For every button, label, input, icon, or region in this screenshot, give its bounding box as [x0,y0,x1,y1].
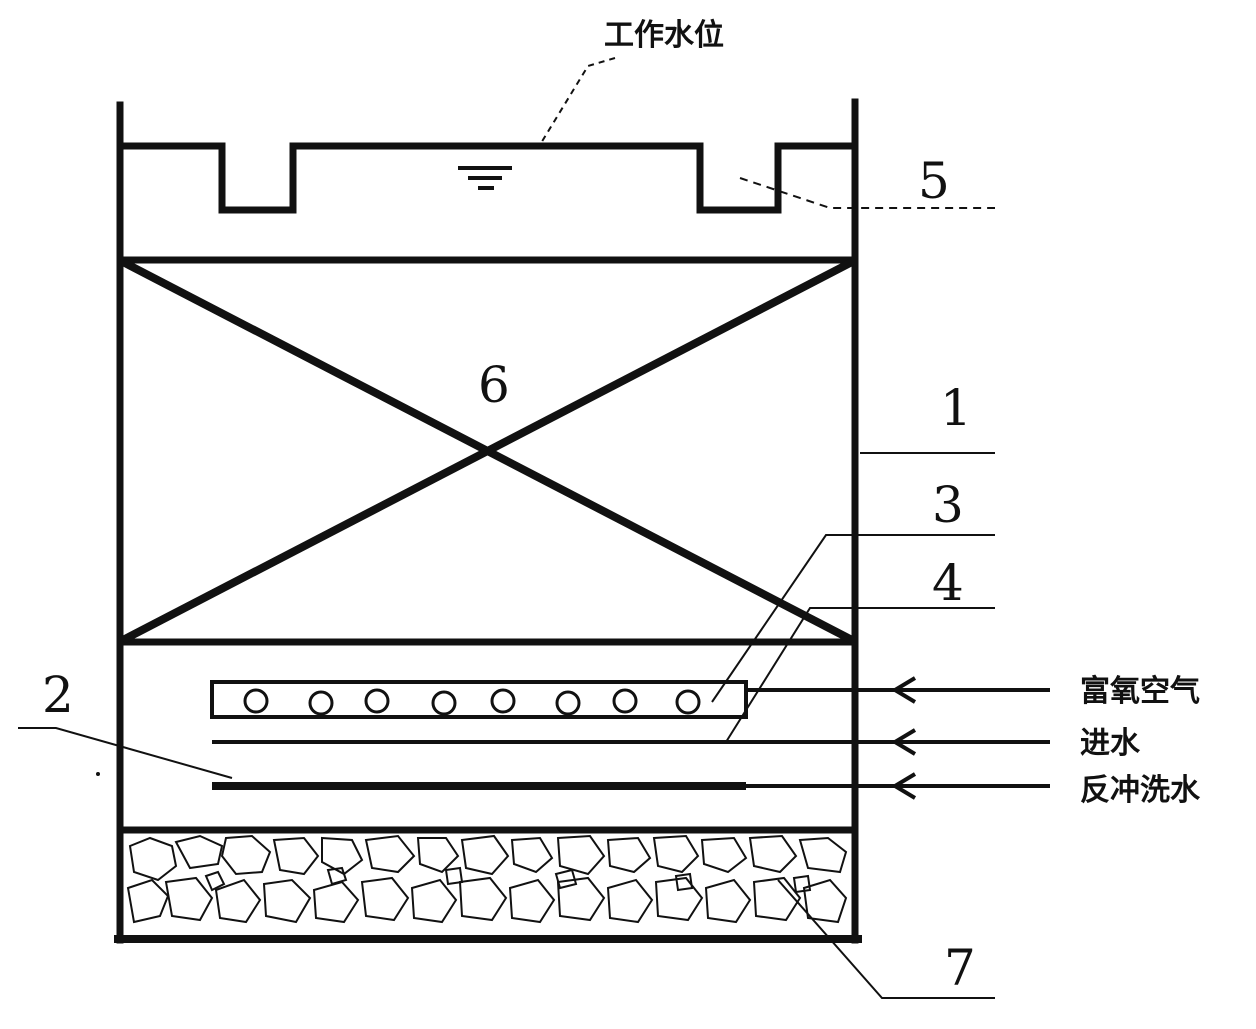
oxygen-air-label: 富氧空气 [1080,674,1200,709]
backwash-water-label: 反冲洗水 [1080,773,1201,808]
arrowhead-oxygen-air [891,676,917,704]
part-number-3: 3 [932,476,964,534]
leader-5 [739,177,995,209]
leader-working-level [537,57,616,149]
filter-media-layer [120,256,855,646]
aeration-pipe [210,680,748,719]
leader-7 [777,879,995,999]
part-number-5: 5 [918,152,950,210]
leader-3 [711,534,995,703]
leader-2 [18,727,233,779]
arrowhead-water-inlet [891,728,917,756]
working-water-level-label: 工作水位 [604,18,724,53]
part-number-6: 6 [478,356,510,414]
stray-dot [96,772,100,776]
part-number-4: 4 [932,554,964,612]
leader-lines [18,57,995,999]
part-number-1: 1 [940,379,972,437]
gravel-layer [126,834,848,924]
water-surface-troughs [120,142,855,214]
aeration-holes [243,688,701,716]
leader-4 [725,607,995,743]
part-number-7: 7 [944,939,976,997]
part-number-2: 2 [42,666,74,724]
water-inlet-label: 进水 [1080,726,1141,761]
arrowhead-backwash [891,772,917,800]
water-level-symbol [458,166,512,190]
inlet-arrows [746,676,1050,800]
tank-walls [114,98,862,944]
